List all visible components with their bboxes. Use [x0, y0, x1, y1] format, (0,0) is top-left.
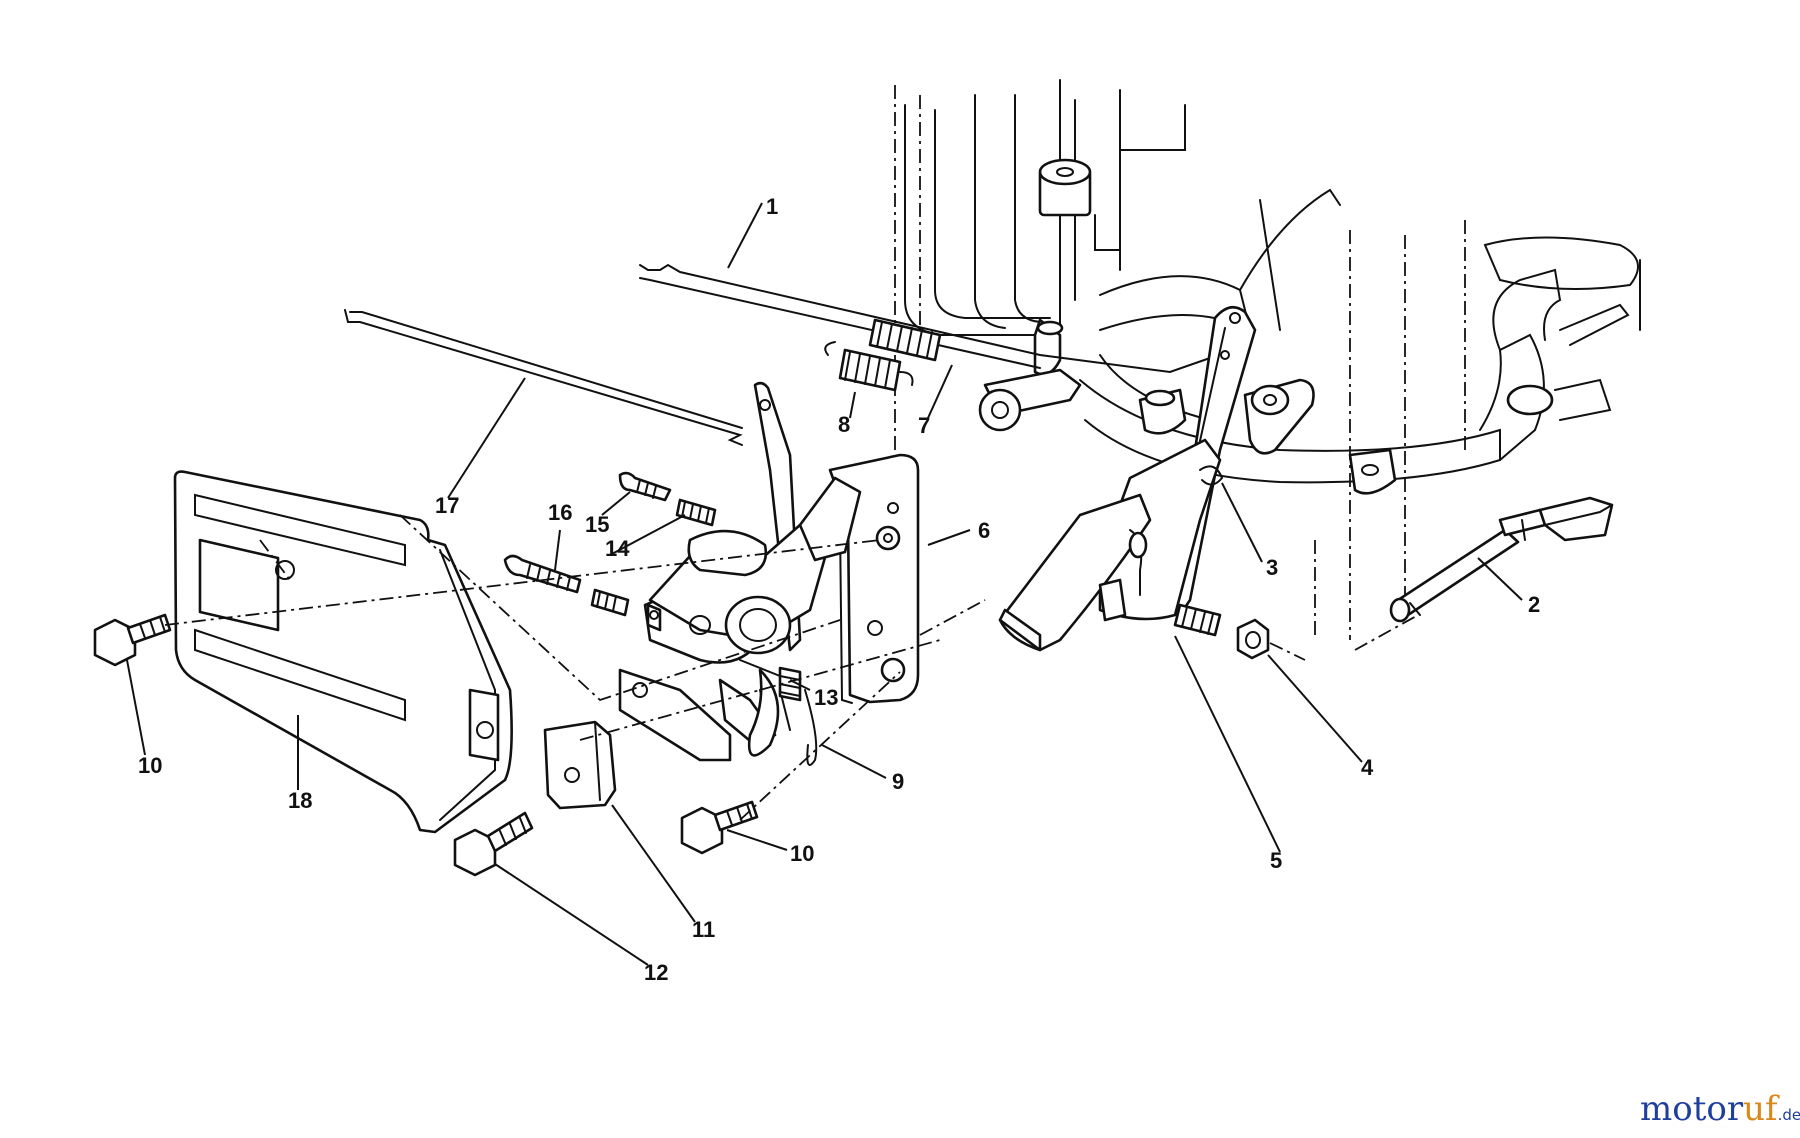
callout-14: 14	[605, 536, 630, 561]
part-15-screw	[618, 471, 672, 502]
callout-17: 17	[435, 493, 459, 518]
callout-12: 12	[644, 960, 668, 985]
part-3-spring	[1199, 465, 1224, 486]
part-8-spring	[824, 341, 914, 392]
part-2-shaft	[1389, 496, 1614, 623]
callout-7: 7	[918, 413, 930, 438]
watermark-part1: motor	[1640, 1089, 1744, 1129]
part-18-bracket	[173, 470, 513, 834]
part-13-spring	[778, 666, 802, 702]
callout-16: 16	[548, 500, 572, 525]
callout-5: 5	[1270, 848, 1282, 873]
part-10-bolt-right	[680, 800, 759, 855]
callout-8: 8	[838, 412, 850, 437]
callout-9: 9	[892, 769, 904, 794]
control-assembly	[618, 381, 862, 762]
part-5-stud	[1173, 603, 1222, 637]
callout-13: 13	[814, 685, 838, 710]
part-11-clamp	[543, 720, 617, 810]
centre-lines	[164, 514, 1421, 821]
watermark-logo: motoruf.de	[1640, 1089, 1800, 1129]
leader-lines	[126, 202, 1523, 966]
part-9-link	[804, 689, 818, 766]
watermark-suffix: .de	[1778, 1106, 1800, 1124]
part-14-spring	[675, 498, 717, 527]
part-4-nut	[1236, 618, 1270, 660]
part-16-screw	[503, 554, 630, 617]
part-17-rod	[344, 309, 743, 446]
callout-1: 1	[766, 194, 778, 219]
watermark-part2: uf	[1743, 1089, 1780, 1129]
callout-6: 6	[978, 518, 990, 543]
callout-11: 11	[692, 917, 715, 942]
engine-block	[894, 79, 1641, 640]
callout-4: 4	[1361, 755, 1374, 780]
callout-15: 15	[585, 512, 609, 537]
callout-2: 2	[1528, 592, 1540, 617]
part-12-bolt	[453, 811, 534, 877]
callouts: 1 2 3 4 5 6 7 8 9 10 10 11 12 13 14 15 1…	[138, 194, 1540, 985]
part-10-bolt-left	[93, 613, 172, 667]
callout-18: 18	[288, 788, 312, 813]
callout-3: 3	[1266, 555, 1278, 580]
callout-10-left: 10	[138, 753, 162, 778]
svg-text:motoruf.de: motoruf.de	[1640, 1089, 1800, 1129]
callout-10-right: 10	[790, 841, 814, 866]
part-5-lever	[998, 305, 1257, 652]
part-7-spring	[868, 318, 942, 362]
